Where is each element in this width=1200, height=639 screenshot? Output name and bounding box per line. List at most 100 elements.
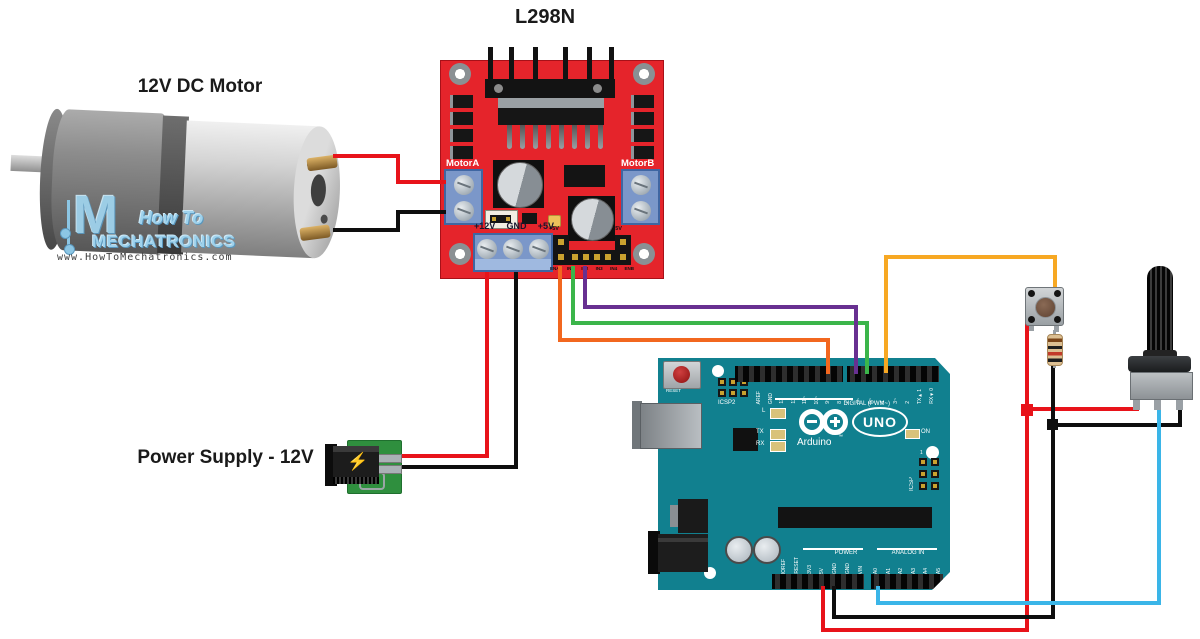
wire-5v-red	[1025, 322, 1029, 632]
arduino-logo-icon	[822, 409, 848, 435]
power-terminal-label: GND	[506, 221, 527, 231]
wire-gnd-black	[1178, 396, 1182, 427]
heatsink-fin	[488, 47, 493, 87]
wire-psu-black	[392, 465, 518, 469]
chip-leg	[572, 125, 577, 149]
jumper-pin	[492, 217, 496, 221]
pushbutton	[1025, 287, 1064, 326]
usb-port-cap	[632, 401, 642, 449]
potentiometer-pin-right	[1176, 396, 1183, 410]
chip-leg	[507, 125, 512, 149]
capacitor	[571, 198, 614, 241]
power-pin-label: RESET	[793, 557, 800, 574]
terminal-screw	[454, 175, 474, 195]
l298-chip-body	[498, 108, 604, 125]
chip-leg	[559, 125, 564, 149]
regulator-tab	[670, 505, 678, 527]
terminal-screw	[454, 201, 474, 221]
smd-component	[450, 146, 473, 159]
signal-pin-label: IN4	[610, 266, 618, 271]
wire-gnd-black	[1051, 362, 1055, 619]
terminal-stub-positive	[378, 454, 402, 463]
analog-section-line	[877, 548, 937, 550]
led-on	[905, 429, 920, 439]
wire-junction	[1021, 404, 1033, 416]
potentiometer-pin-wiper	[1154, 396, 1161, 410]
mounting-hole	[633, 243, 655, 265]
icsp2-pin	[729, 389, 737, 397]
chip-leg	[520, 125, 525, 149]
digital-header-left	[735, 366, 843, 382]
digital-pin-label: RX◄0	[928, 388, 935, 404]
power-section-label: POWER	[834, 550, 858, 556]
icsp-pin	[931, 470, 939, 478]
potentiometer-body	[1130, 372, 1193, 400]
watermark: M How To MECHATRONICS www.HowToMechatron…	[55, 188, 250, 270]
digital-section-line	[775, 398, 853, 400]
usb-controller-chip	[733, 428, 758, 451]
icsp2-pin	[729, 378, 737, 386]
power-jack-flange	[648, 531, 660, 574]
power-pin-label: VIN	[857, 565, 864, 574]
heatsink-screw	[494, 84, 503, 93]
wire-5v-red	[821, 628, 1029, 632]
reset-label: RESET	[666, 388, 682, 393]
jumper-socket	[485, 210, 518, 229]
ena-5v-label: +5V	[549, 226, 559, 232]
wire-in1-green	[571, 266, 575, 325]
enb-5v-label: +5V	[612, 226, 622, 232]
icsp2-label: ICSP2	[718, 400, 736, 406]
mounting-hole	[926, 446, 939, 459]
capacitor	[725, 536, 753, 564]
voltage-regulator	[678, 499, 708, 533]
digital-pin-label: AREF	[756, 390, 762, 404]
icsp2-pin	[718, 378, 726, 386]
led-indicator	[548, 215, 561, 227]
wire-5v-red	[821, 586, 825, 632]
capacitor	[497, 162, 543, 208]
chip-leg	[533, 125, 538, 149]
wire-motor-red	[396, 154, 400, 184]
smd-component	[450, 112, 473, 125]
power-jack	[658, 534, 708, 572]
wire-junction	[1047, 419, 1058, 430]
signal-pin-label: ENB	[624, 266, 634, 271]
mounting-hole	[633, 63, 655, 85]
button-lead	[1054, 324, 1059, 332]
wire-gnd-black	[832, 615, 1055, 619]
voltage-regulator	[564, 165, 605, 187]
icsp2-pin	[740, 389, 748, 397]
wire-in2-purple	[583, 305, 858, 309]
signal-pin-labels: ENAIN1IN2IN3IN4ENB	[550, 266, 634, 271]
l298n-title: L298N	[514, 6, 576, 28]
atmega-chip	[778, 507, 932, 528]
wire-gnd-black	[1053, 423, 1182, 427]
wire-in2-purple	[854, 305, 858, 374]
wire-motor-black	[396, 210, 400, 232]
l298-chip-top	[498, 98, 604, 108]
chip-leg	[585, 125, 590, 149]
capacitor	[753, 536, 781, 564]
watermark-line1: How To	[139, 208, 204, 228]
wire-motor-black	[396, 210, 446, 214]
power-supply-label: Power Supply - 12V	[137, 447, 314, 468]
jumper-pin	[506, 217, 510, 221]
power-supply-jack: ⚡	[325, 438, 402, 494]
digital-header-right	[847, 366, 939, 382]
mounting-hole	[712, 365, 724, 377]
power-pin-label: IOREF	[781, 558, 787, 574]
wire-psu-red	[485, 272, 489, 458]
signal-pin-label: ENA	[550, 266, 560, 271]
jumper-cap	[522, 213, 537, 224]
power-pin-label: 3V3	[806, 565, 813, 574]
usb-port	[640, 403, 702, 449]
wire-5v-red	[1027, 407, 1139, 411]
power-header	[772, 574, 864, 589]
terminal-stub-negative	[378, 465, 402, 474]
terminal-screw	[529, 239, 549, 259]
reset-button	[663, 361, 701, 389]
wire-button-yellow	[884, 255, 1057, 259]
